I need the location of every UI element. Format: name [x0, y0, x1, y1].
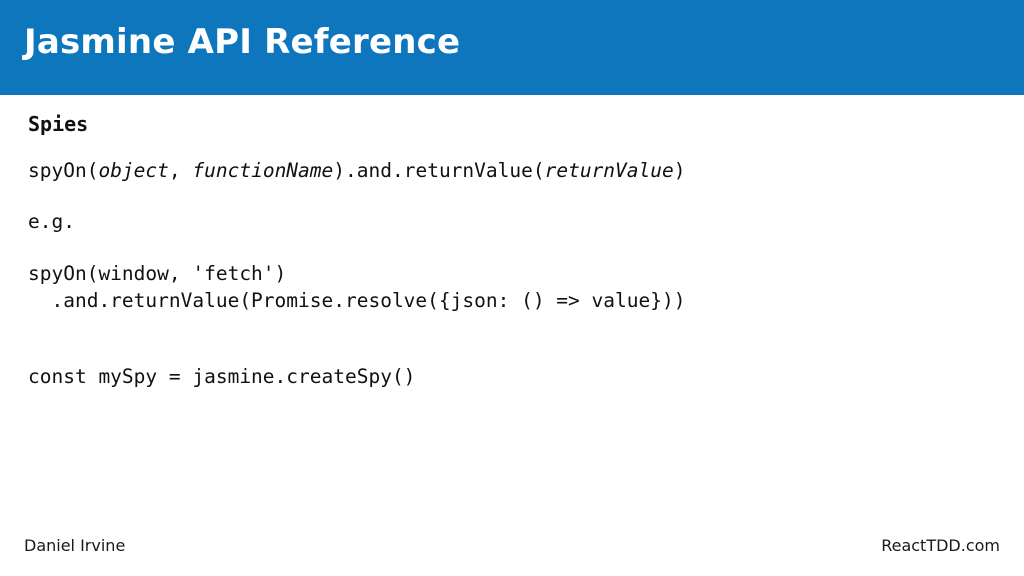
code-token-comma: , — [168, 159, 193, 182]
code-line-spy-on-signature: spyOn(object, functionName).and.returnVa… — [28, 159, 686, 182]
code-token-and-returnvalue: ).and.returnValue( — [333, 159, 545, 182]
code-token-close-paren: ) — [673, 159, 686, 182]
code-line-eg-label: e.g. — [28, 210, 75, 233]
section-title: Spies — [28, 112, 89, 136]
footer-author: Daniel Irvine — [24, 536, 126, 555]
code-token-object-param: object — [98, 159, 169, 182]
slide-footer: Daniel Irvine ReactTDD.com — [0, 521, 1024, 576]
footer-site: ReactTDD.com — [881, 536, 1000, 555]
code-line-example-2: .and.returnValue(Promise.resolve({json: … — [28, 289, 686, 312]
slide-content: Spies spyOn(object, functionName).and.re… — [0, 95, 1024, 521]
page-title: Jasmine API Reference — [24, 22, 461, 62]
code-token-returnvalue-param: returnValue — [544, 159, 674, 182]
code-token-spyon-open: spyOn( — [28, 159, 99, 182]
header-bar: Jasmine API Reference — [0, 0, 1024, 95]
code-line-example-1: spyOn(window, 'fetch') — [28, 262, 287, 285]
code-line-create-spy: const mySpy = jasmine.createSpy() — [28, 365, 416, 388]
code-token-functionname-param: functionName — [192, 159, 334, 182]
